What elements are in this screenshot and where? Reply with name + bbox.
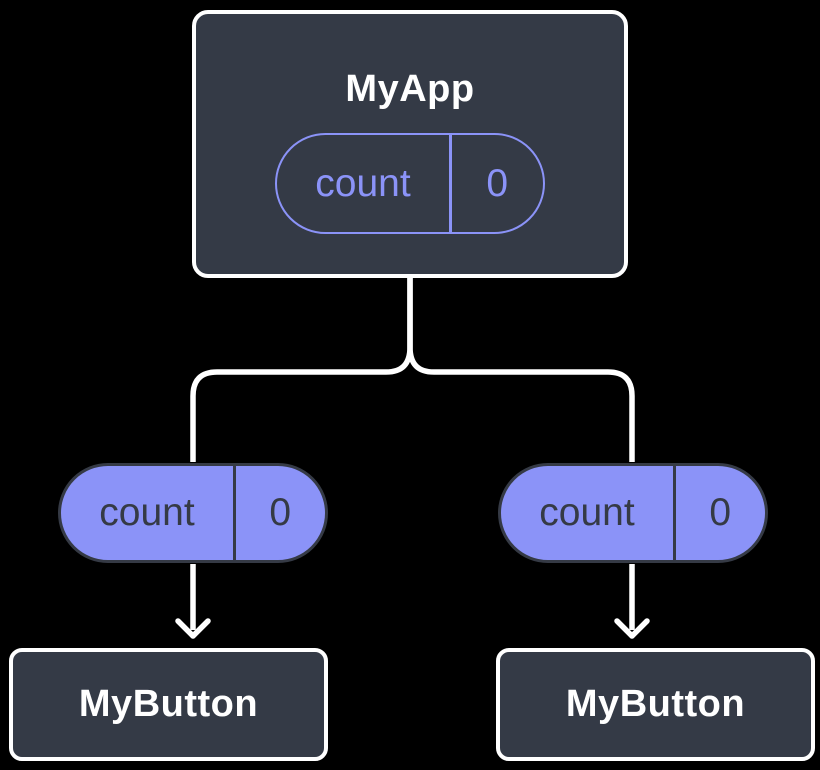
pill-divider — [233, 466, 236, 560]
right-state-pill: count 0 — [498, 463, 768, 563]
branch-right-line — [407, 278, 635, 462]
left-state-key: count — [99, 491, 195, 534]
node-mybutton-left-label: MyButton — [78, 683, 259, 725]
root-state-value: 0 — [486, 161, 509, 205]
arrow-left-head-icon — [175, 618, 211, 639]
pill-divider — [449, 135, 452, 232]
root-state-key: count — [315, 161, 411, 205]
left-state-value: 0 — [269, 491, 292, 534]
node-myapp-title: MyApp — [345, 68, 475, 110]
node-mybutton-right: MyButton — [496, 648, 815, 761]
node-mybutton-left: MyButton — [9, 648, 328, 761]
branch-left-line — [190, 278, 413, 462]
arrow-right-head-icon — [614, 618, 650, 639]
right-state-key: count — [539, 491, 635, 534]
node-mybutton-right-label: MyButton — [565, 683, 746, 725]
right-state-value: 0 — [709, 491, 732, 534]
left-state-pill: count 0 — [58, 463, 328, 563]
node-myapp: MyApp count 0 — [192, 10, 628, 278]
root-state-pill: count 0 — [275, 133, 545, 234]
pill-divider — [673, 466, 676, 560]
